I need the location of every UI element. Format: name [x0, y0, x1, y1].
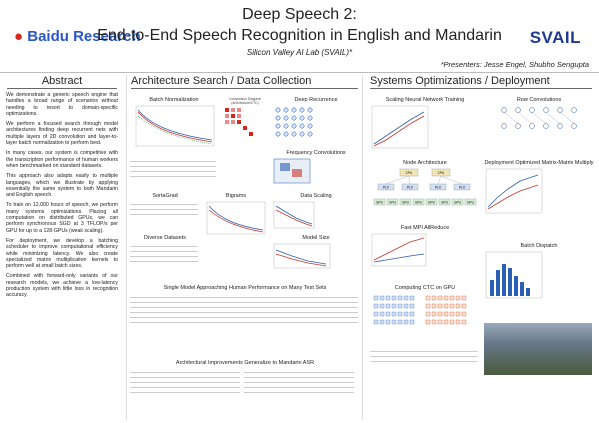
header-divider — [0, 72, 599, 73]
abstract-paragraph: We demonstrate a generic speech engine t… — [6, 92, 118, 117]
scaling-chart — [371, 105, 429, 149]
deep-recurrence-title: Deep Recurrence — [294, 97, 338, 103]
diverse-datasets-table — [130, 242, 198, 262]
svail-logo: SVAIL — [529, 28, 581, 47]
model-size-title: Model Size — [302, 235, 330, 241]
abstract-paragraph: For deployment, we develop a batching sc… — [6, 237, 118, 270]
data-scaling-title: Data Scaling — [300, 193, 332, 199]
abstract-paragraph: Combined with forward-only variants of o… — [6, 273, 118, 299]
deploy-matmul-chart — [485, 168, 543, 214]
row-conv-panel: Row Convolutions — [484, 97, 594, 157]
sortagrad-panel: SortaGrad — [130, 193, 200, 233]
abstract-paragraph: In many cases, our system is competitive… — [6, 150, 118, 169]
single-model-panel: Single Model Approaching Human Performan… — [130, 285, 360, 355]
architecture-title: Architecture Search / Data Collection — [131, 75, 358, 89]
abstract-paragraph: To train on 12,000 hours of speech, we p… — [6, 202, 118, 234]
diverse-datasets-title: Diverse Datasets — [144, 235, 186, 241]
data-scaling-chart — [273, 201, 315, 229]
poster-title-line2: End-to-End Speech Recognition in English… — [97, 27, 502, 44]
abstract-paragraph: This approach also adapts easily to mult… — [6, 173, 118, 199]
arch-improvements-table-right — [244, 368, 354, 393]
team-photo — [484, 323, 592, 375]
batch-dispatch-panel: Batch Dispatch — [484, 243, 594, 318]
deep-recurrence-diagram — [275, 107, 313, 137]
diverse-datasets-panel: Diverse Datasets — [130, 235, 200, 271]
abstract-paragraph: We perform a focused search through mode… — [6, 121, 118, 147]
data-scaling-panel: Data Scaling — [272, 193, 360, 233]
architecture-column: Architecture Search / Data Collection Ba… — [126, 75, 363, 420]
frequency-conv-title: Frequency Convolutions — [286, 150, 346, 156]
frequency-conv-panel: Frequency Convolutions — [272, 150, 360, 190]
gpu-label: GPU — [454, 201, 462, 205]
bigrams-panel: Bigrams — [203, 193, 269, 243]
deploy-matmul-panel: Deployment Optimized Matrix-Matrix Multi… — [484, 160, 594, 240]
baidu-research-logo: ● Baidu Research — [14, 28, 141, 45]
row-conv-diagram — [501, 107, 577, 129]
bigrams-chart — [206, 201, 266, 235]
cpu-label: CPU — [406, 171, 413, 175]
arch-improvements-title: Architectural Improvements Generalize to… — [175, 360, 315, 366]
batch-norm-title: Batch Normalization — [149, 97, 199, 103]
bigrams-title: Bigrams — [225, 193, 247, 199]
row-conv-title: Row Convolutions — [516, 97, 562, 103]
node-arch-title: Node Architecture — [403, 160, 447, 166]
gpu-label: GPU — [376, 201, 384, 205]
ctc-gpu-table — [370, 347, 478, 362]
sortagrad-title: SortaGrad — [152, 193, 178, 199]
plx-label: PLX — [383, 186, 390, 190]
model-size-chart — [273, 243, 331, 269]
cpu-label: CPU — [438, 171, 445, 175]
ctc-gpu-panel: Computing CTC on GPU — [370, 285, 480, 375]
sortagrad-table — [130, 200, 198, 215]
batch-norm-panel: Batch Normalization — [130, 97, 218, 189]
presenters: *Presenters: Jesse Engel, Shubho Sengupt… — [440, 60, 589, 69]
ctc-gpu-title: Computing CTC on GPU — [394, 285, 456, 291]
comparison-grid — [225, 108, 253, 136]
gpu-label: GPU — [467, 201, 475, 205]
fast-mpi-chart — [371, 233, 427, 267]
poster-title-line1: Deep Speech 2: — [242, 6, 357, 23]
plx-label: PLX — [435, 186, 442, 190]
plx-label: PLX — [459, 186, 466, 190]
batch-dispatch-chart — [485, 251, 543, 299]
gpu-label: GPU — [428, 201, 436, 205]
gpu-label: GPU — [402, 201, 410, 205]
batch-dispatch-title: Batch Dispatch — [520, 243, 558, 249]
arch-improvements-panel: Architectural Improvements Generalize to… — [130, 360, 360, 418]
batch-norm-table — [130, 157, 216, 177]
scaling-panel: Scaling Neural Network Training — [370, 97, 480, 157]
deep-recurrence-panel: Deep Recurrence — [272, 97, 360, 147]
single-model-table — [130, 293, 358, 323]
gpu-label: GPU — [389, 201, 397, 205]
systems-column: Systems Optimizations / Deployment Scali… — [366, 75, 596, 420]
ctc-gpu-diagram — [373, 295, 467, 325]
fast-mpi-panel: Fast MPI AllReduce — [370, 225, 480, 280]
plx-label: PLX — [407, 186, 414, 190]
deploy-matmul-title: Deployment Optimized Matrix-Matrix Multi… — [484, 160, 594, 166]
abstract-title: Abstract — [7, 75, 117, 89]
comparison-title: Comparison Diagonal (Architecture/CTC) — [229, 97, 261, 105]
scaling-title: Scaling Neural Network Training — [385, 97, 465, 103]
arch-improvements-table-left — [130, 368, 240, 393]
fast-mpi-title: Fast MPI AllReduce — [400, 225, 450, 231]
systems-title: Systems Optimizations / Deployment — [370, 75, 592, 89]
gpu-label: GPU — [441, 201, 449, 205]
comparison-panel: Comparison Diagonal (Architecture/CTC) — [221, 97, 269, 147]
node-arch-panel: Node Architecture CPU CPU PLX PLX PLX PL… — [370, 160, 480, 222]
batch-norm-chart — [135, 105, 215, 147]
frequency-conv-diagram — [273, 158, 311, 184]
poster-header: ● Baidu Research Deep Speech 2: End-to-E… — [0, 0, 599, 78]
affiliation: Silicon Valley AI Lab (SVAIL)* — [246, 48, 353, 57]
abstract-column: Abstract We demonstrate a generic speech… — [3, 75, 121, 420]
model-size-panel: Model Size — [272, 235, 360, 275]
single-model-title: Single Model Approaching Human Performan… — [163, 285, 327, 291]
gpu-label: GPU — [415, 201, 423, 205]
node-arch-diagram: CPU CPU PLX PLX PLX PLX GPU GPU GPU GPU — [373, 168, 477, 206]
